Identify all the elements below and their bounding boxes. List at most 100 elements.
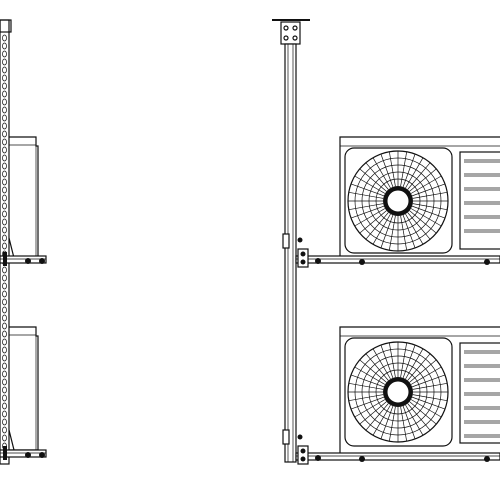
side-bracket-upper — [0, 252, 47, 266]
fan-spoke — [348, 203, 384, 211]
front-post — [284, 43, 297, 463]
fan-spoke — [359, 168, 387, 192]
fan-spoke — [411, 205, 446, 219]
post-hole — [2, 266, 7, 274]
side-post — [0, 19, 12, 465]
post-hole — [2, 218, 7, 226]
fan-spoke — [359, 359, 387, 383]
fan-spoke — [350, 396, 385, 410]
post-hole — [2, 66, 7, 74]
front-arm-upper — [282, 233, 500, 268]
post-hole — [2, 170, 7, 178]
fan-spoke — [365, 403, 389, 431]
post-hole — [2, 138, 7, 146]
post-hole — [2, 290, 7, 298]
post-hole — [2, 370, 7, 378]
fan-spoke — [388, 406, 396, 442]
post-hole — [2, 130, 7, 138]
side-unit-upper — [8, 136, 39, 259]
front-view — [272, 19, 500, 465]
post-hole — [2, 322, 7, 330]
fan-spoke — [365, 212, 389, 240]
fan-spoke — [400, 151, 408, 187]
fan-spoke — [348, 191, 384, 199]
fan-spoke — [409, 168, 437, 192]
post-hole — [2, 306, 7, 314]
post-hole — [2, 362, 7, 370]
post-hole — [2, 178, 7, 186]
fan-spoke — [400, 406, 408, 442]
post-hole — [2, 338, 7, 346]
fan-spoke — [410, 366, 442, 385]
fan-spoke — [350, 183, 385, 197]
fan-spoke — [407, 403, 431, 431]
post-hole — [2, 274, 7, 282]
fan-spoke — [410, 399, 442, 418]
post-hole — [2, 98, 7, 106]
fan-spoke — [412, 191, 448, 199]
fan-spoke — [354, 399, 386, 418]
post-hole — [2, 354, 7, 362]
fan-spoke — [359, 401, 387, 425]
fan-spoke — [405, 348, 424, 380]
post-hole — [2, 298, 7, 306]
fan-spoke — [409, 210, 437, 234]
post-hole — [2, 146, 7, 154]
post-hole — [2, 386, 7, 394]
fan-spoke — [380, 214, 394, 249]
fan-grille-lower — [347, 341, 449, 443]
fan-spoke — [350, 374, 385, 388]
fan-hub — [386, 189, 410, 213]
fan-spoke — [380, 405, 394, 440]
post-hole — [2, 330, 7, 338]
fan-spoke — [372, 404, 391, 436]
louver-panel-lower — [459, 342, 500, 444]
post-hole — [2, 154, 7, 162]
fan-spoke — [348, 394, 384, 402]
fan-spoke — [380, 344, 394, 379]
fan-spoke — [354, 366, 386, 385]
fan-spoke — [405, 213, 424, 245]
side-unit-lower — [8, 326, 39, 451]
fan-spoke — [372, 348, 391, 380]
post-hole — [2, 418, 7, 426]
post-hole — [2, 426, 7, 434]
ceiling-plate — [272, 19, 310, 45]
side-bracket-lower — [0, 446, 47, 460]
post-hole — [2, 90, 7, 98]
post-hole — [2, 74, 7, 82]
post-hole — [2, 114, 7, 122]
fan-spoke — [411, 396, 446, 410]
post-hole — [2, 42, 7, 50]
post-hole — [2, 106, 7, 114]
post-hole — [2, 50, 7, 58]
ac-unit-lower — [339, 326, 500, 453]
fan-spoke — [348, 382, 384, 390]
fan-spoke — [411, 183, 446, 197]
ac-unit-upper — [339, 136, 500, 256]
post-hole — [2, 58, 7, 66]
post-hole — [2, 234, 7, 242]
fan-spoke — [412, 382, 448, 390]
fan-spoke — [372, 157, 391, 189]
fan-spoke — [388, 215, 396, 251]
post-hole — [2, 378, 7, 386]
post-hole — [2, 402, 7, 410]
fan-spoke — [402, 153, 416, 188]
post-hole — [2, 394, 7, 402]
fan-spoke — [402, 405, 416, 440]
post-hole — [2, 186, 7, 194]
fan-spoke — [402, 214, 416, 249]
fan-spoke — [410, 208, 442, 227]
post-hole — [2, 242, 7, 250]
fan-spoke — [407, 162, 431, 190]
fan-spoke — [380, 153, 394, 188]
fan-spoke — [405, 404, 424, 436]
fan-spoke — [365, 162, 389, 190]
post-hole — [2, 282, 7, 290]
fan-spoke — [359, 210, 387, 234]
post-hole — [2, 194, 7, 202]
post-hole — [2, 202, 7, 210]
post-hole — [2, 34, 7, 42]
fan-spoke — [410, 175, 442, 194]
